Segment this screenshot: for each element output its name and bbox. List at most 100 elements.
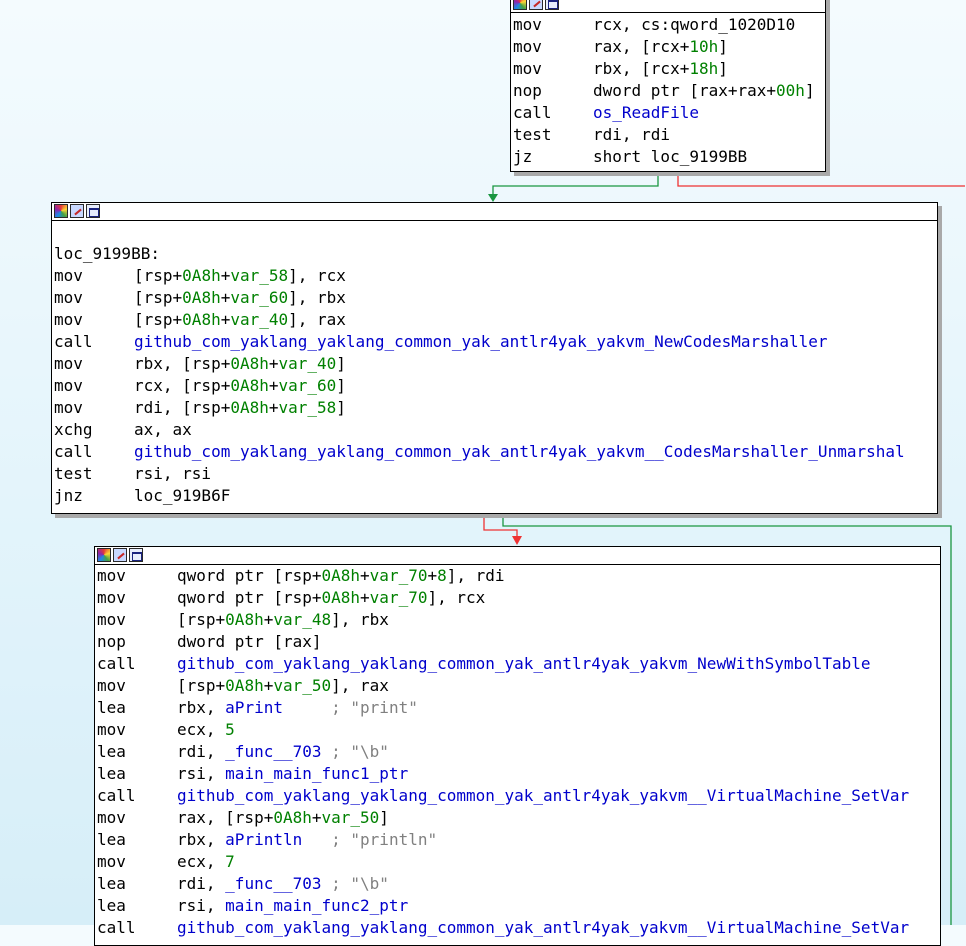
operand[interactable]: [rsp+ — [134, 266, 183, 285]
immediate-value[interactable]: 0A8h — [230, 398, 269, 417]
operand[interactable]: ], rbx — [331, 610, 389, 629]
symbol-ref[interactable]: github_com_yaklang_yaklang_common_yak_an… — [134, 332, 828, 351]
operand[interactable]: rbx, [rsp+ — [134, 354, 231, 373]
mnemonic[interactable]: nop — [513, 81, 542, 100]
mnemonic[interactable]: call — [513, 103, 552, 122]
graph-view-icon[interactable] — [545, 0, 559, 10]
symbol-ref[interactable]: main_main_func1_ptr — [225, 764, 409, 783]
stack-var[interactable]: var_60 — [278, 376, 337, 395]
operand[interactable]: ] — [379, 808, 389, 827]
immediate-value[interactable]: 0A8h — [225, 676, 264, 695]
symbol-ref[interactable]: github_com_yaklang_yaklang_common_yak_an… — [177, 918, 910, 937]
operand[interactable]: ], rax — [331, 676, 389, 695]
symbol-ref[interactable]: aPrintln — [225, 830, 303, 849]
label-text[interactable]: loc_9199BB: — [54, 244, 160, 263]
operand[interactable]: rbx, — [177, 698, 226, 717]
immediate-value[interactable]: 0A8h — [273, 808, 312, 827]
operand[interactable]: + — [220, 288, 231, 307]
operand[interactable]: + — [268, 398, 279, 417]
instruction-line[interactable]: mov[rsp+0A8h+var_58], rcx — [54, 265, 937, 287]
operand[interactable]: ], rcx — [288, 266, 346, 285]
mnemonic[interactable]: mov — [97, 808, 126, 827]
immediate-value[interactable]: 10h — [689, 37, 719, 56]
immediate-value[interactable]: 5 — [225, 720, 235, 739]
immediate-value[interactable]: 0A8h — [182, 310, 221, 329]
immediate-value[interactable]: 0A8h — [230, 354, 269, 373]
operand[interactable]: rdi, rdi — [593, 125, 671, 144]
operand[interactable]: + — [360, 588, 370, 607]
basic-block-loc-9199bb[interactable]: loc_9199BB: mov[rsp+0A8h+var_58], rcx mov [… — [51, 202, 938, 514]
mnemonic[interactable]: nop — [97, 632, 126, 651]
symbol-ref[interactable]: github_com_yaklang_yaklang_common_yak_an… — [177, 654, 871, 673]
mnemonic[interactable]: lea — [97, 896, 126, 915]
stack-var[interactable]: var_40 — [230, 310, 289, 329]
mnemonic[interactable]: mov — [97, 588, 126, 607]
operand[interactable]: rsi, — [177, 896, 226, 915]
mnemonic[interactable]: mov — [513, 37, 542, 56]
operand[interactable]: ], rcx — [427, 588, 486, 607]
immediate-value[interactable]: 0A8h — [182, 266, 221, 285]
operand[interactable]: [rsp+ — [134, 310, 183, 329]
operand[interactable]: ecx, — [177, 852, 226, 871]
mnemonic[interactable]: call — [97, 654, 136, 673]
instruction-line[interactable]: mov[rsp+0A8h+var_40], rax — [54, 309, 937, 331]
mnemonic[interactable]: jz — [513, 147, 533, 166]
immediate-value[interactable]: 8 — [437, 566, 447, 585]
operand[interactable]: qword ptr [rsp+ — [177, 588, 322, 607]
operand[interactable]: ] — [718, 37, 728, 56]
operand[interactable]: ax, ax — [134, 420, 192, 439]
operand[interactable]: rdi, — [177, 874, 226, 893]
operand[interactable]: ] — [336, 398, 346, 417]
symbol-ref[interactable]: aPrint — [225, 698, 283, 717]
stack-var[interactable]: var_70 — [369, 566, 428, 585]
edit-block-icon[interactable] — [70, 204, 84, 218]
operand[interactable]: [rsp+ — [177, 610, 226, 629]
immediate-value[interactable]: 18h — [689, 59, 719, 78]
operand[interactable]: + — [268, 354, 279, 373]
instruction-line[interactable]: call github_com_yaklang_yaklang_common_ya… — [97, 653, 940, 675]
mnemonic[interactable]: lea — [97, 742, 126, 761]
graph-view-icon[interactable] — [86, 204, 100, 218]
operand[interactable]: ] — [336, 354, 346, 373]
operand[interactable]: dword ptr [rax+rax+ — [593, 81, 777, 100]
operand[interactable]: short loc_9199BB — [593, 147, 748, 166]
operand[interactable]: rsi, — [177, 764, 226, 783]
operand[interactable] — [283, 698, 331, 717]
immediate-value[interactable]: 0A8h — [182, 288, 221, 307]
instruction-line[interactable]: jz short loc_9199BB — [513, 146, 825, 168]
operand[interactable]: + — [268, 376, 279, 395]
color-palette-icon[interactable] — [97, 548, 111, 562]
operand[interactable]: cs: — [641, 15, 671, 34]
edit-block-icon[interactable] — [529, 0, 543, 10]
operand[interactable]: + — [360, 566, 370, 585]
operand[interactable]: rcx, [rsp+ — [134, 376, 231, 395]
operand[interactable]: ecx, — [177, 720, 226, 739]
mnemonic[interactable]: jnz — [54, 486, 83, 505]
mnemonic[interactable]: mov — [54, 398, 83, 417]
operand[interactable] — [322, 742, 332, 761]
operand[interactable]: ], rax — [288, 310, 346, 329]
mnemonic[interactable]: mov — [54, 310, 83, 329]
stack-var[interactable]: var_40 — [278, 354, 337, 373]
operand[interactable]: ] — [804, 81, 815, 100]
symbol-ref[interactable]: github_com_yaklang_yaklang_common_yak_an… — [177, 786, 910, 805]
